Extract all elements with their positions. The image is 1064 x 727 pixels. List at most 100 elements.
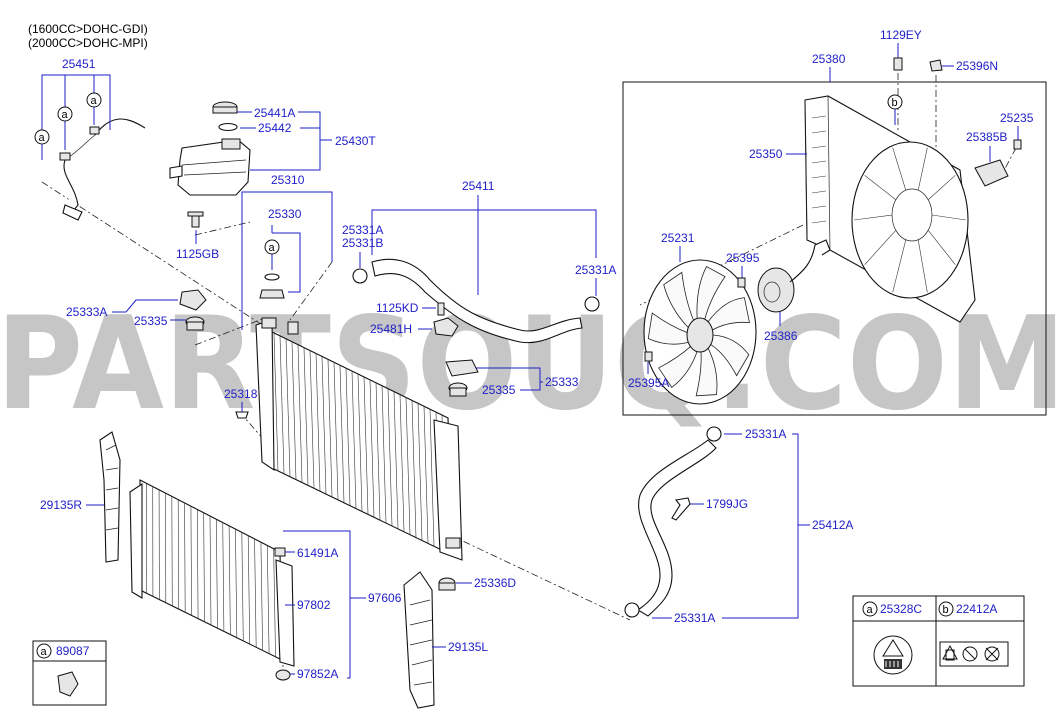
hose-clamp-part xyxy=(706,426,722,442)
callout-letter-a: a xyxy=(91,95,98,107)
leader-25451 xyxy=(41,107,95,160)
radiator-fin xyxy=(291,341,297,480)
shroud-slat xyxy=(811,145,827,149)
reservoir-nozzle-part xyxy=(169,165,183,179)
leader-25451 xyxy=(41,74,111,130)
reservoir-cap-part xyxy=(212,106,238,114)
label-1125KD: 1125KD xyxy=(376,301,419,315)
shroud-spoke xyxy=(892,147,907,191)
label-25396N: 25396N xyxy=(956,59,998,73)
resistor-part xyxy=(974,159,1009,187)
condenser-fin xyxy=(260,542,263,651)
screw-part xyxy=(644,351,653,362)
label-29135L: 29135L xyxy=(448,640,488,654)
fan-blade xyxy=(696,265,726,320)
no-hand-icon xyxy=(964,648,976,660)
label-97852A: 97852A xyxy=(297,667,338,681)
shroud-edge xyxy=(804,95,831,251)
condenser-fin xyxy=(184,502,186,613)
legend-box-a xyxy=(32,640,107,706)
condenser-mount-part xyxy=(275,669,291,681)
leader-reservoir xyxy=(195,111,332,244)
label-25481H: 25481H xyxy=(370,322,412,336)
leader-25411 xyxy=(371,195,597,295)
radiator-tank-right-part xyxy=(433,419,463,561)
condenser-fin xyxy=(209,515,212,626)
callout-circle-b xyxy=(938,601,954,617)
condenser-fin xyxy=(241,532,244,641)
upper-mount-bracket-part xyxy=(179,289,207,311)
label-25331B: 25331B xyxy=(342,236,383,250)
hose-bracket-part xyxy=(433,317,459,337)
condenser-fin xyxy=(228,525,231,635)
fan-blade xyxy=(707,297,750,331)
air-guard-ribs xyxy=(105,444,119,531)
radiator-fin xyxy=(327,359,333,498)
leader-mount xyxy=(112,299,186,321)
radiator-symbol-icon xyxy=(884,659,902,669)
radiator-inlet-part xyxy=(287,321,299,335)
hot-warning-icon xyxy=(985,647,999,661)
radiator-fin xyxy=(321,356,327,495)
radiator-fin xyxy=(399,394,405,532)
dash-line xyxy=(449,534,631,621)
no-hand-icon xyxy=(962,646,978,662)
shroud-slat xyxy=(811,175,827,179)
fan-blade xyxy=(663,271,694,328)
callout-letter-b: b xyxy=(892,97,898,109)
label-25328C: 25328C xyxy=(880,602,922,616)
shroud-spoke xyxy=(927,175,956,200)
air-guard-left-part xyxy=(403,571,435,709)
warning-triangle-icon xyxy=(882,639,904,657)
radiator-neck-part xyxy=(261,317,277,329)
label-25333: 25333 xyxy=(545,375,579,389)
bolt-part xyxy=(893,57,903,71)
label-1129EY: 1129EY xyxy=(880,28,922,42)
bolt-head-part xyxy=(187,211,204,217)
shroud-slat xyxy=(811,115,827,119)
hose-clip-part xyxy=(59,152,71,161)
label-25310: 25310 xyxy=(271,173,305,187)
radiator-fin xyxy=(423,406,429,544)
label-25380: 25380 xyxy=(812,52,846,66)
shroud-spoke xyxy=(864,230,897,265)
shroud-slat xyxy=(811,205,827,209)
label-25451: 25451 xyxy=(62,57,96,71)
shroud-slat xyxy=(811,160,827,164)
condenser-fin xyxy=(190,506,192,616)
bolt-part xyxy=(191,214,200,228)
screw-part xyxy=(1013,139,1022,150)
label-22412A: 22412A xyxy=(956,602,997,616)
condenser-receiver-part xyxy=(275,559,295,667)
bolt-part xyxy=(437,302,445,316)
radiator-symbol-icon xyxy=(945,649,955,661)
leader-25330 xyxy=(271,225,301,293)
dash-line xyxy=(999,147,1017,179)
label-25385B: 25385B xyxy=(966,130,1007,144)
shroud-spoke xyxy=(917,239,928,293)
radiator-fin xyxy=(345,368,351,506)
label-25442: 25442 xyxy=(258,121,292,135)
fan-hub-part xyxy=(686,317,714,353)
air-guard-ribs xyxy=(409,599,433,686)
label-25430T: 25430T xyxy=(335,134,376,148)
fan-blade xyxy=(710,334,750,377)
lower-radiator-hose-part xyxy=(636,439,717,617)
lower-insulator-part xyxy=(449,387,467,397)
radiator-fin xyxy=(387,388,393,527)
label-25331A-upper-right: 25331A xyxy=(575,263,616,277)
motor-wire-part xyxy=(789,239,831,283)
shroud-spokes xyxy=(853,147,967,293)
radiator-fin xyxy=(339,365,345,503)
condenser-fin xyxy=(247,535,251,645)
radiator-fin xyxy=(357,373,363,512)
label-25412A: 25412A xyxy=(812,518,853,532)
leader-mount-right xyxy=(476,367,543,391)
caution-label-icon xyxy=(873,635,913,675)
shroud-spoke xyxy=(927,230,956,265)
radiator-fin xyxy=(285,338,291,477)
label-25350: 25350 xyxy=(749,147,783,161)
label-97606: 97606 xyxy=(368,591,402,605)
label-25331A-lower-bottom: 25331A xyxy=(674,611,715,625)
